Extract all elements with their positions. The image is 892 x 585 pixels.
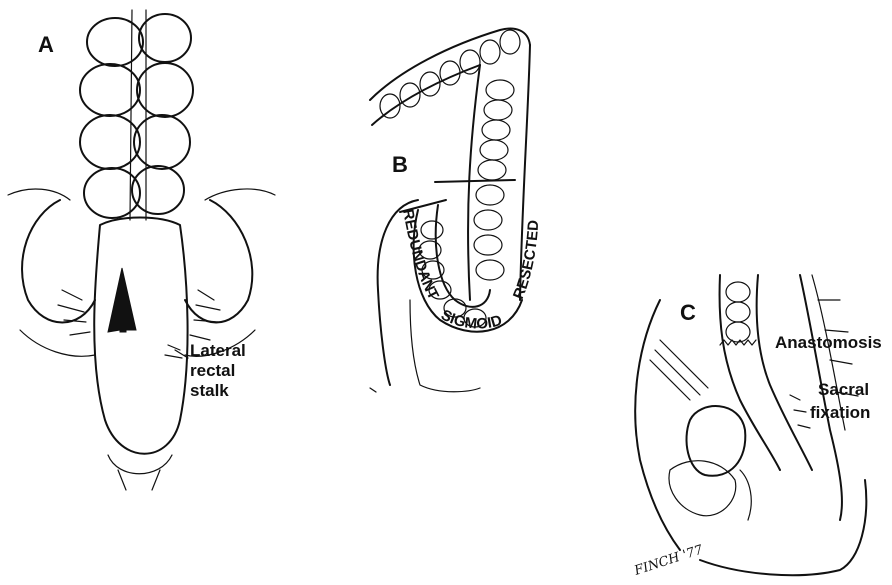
anastomosis-label: Anastomosis: [775, 333, 882, 352]
panel-a-drawing: [8, 10, 275, 490]
panel-c-drawing: [635, 275, 866, 575]
panel-c-letter: C: [680, 300, 696, 325]
panel-b-drawing: [370, 29, 530, 392]
panel-b: B: [370, 29, 542, 392]
artist-signature: FINCH '77: [632, 542, 706, 579]
fixation-line-1: Sacral: [818, 380, 869, 399]
sacral-fixation-label: Sacral fixation: [810, 380, 870, 422]
callout-line-3: stalk: [190, 381, 229, 400]
fixation-line-2: fixation: [810, 403, 870, 422]
panel-a: A: [8, 10, 275, 490]
upward-arrow-icon: [108, 268, 136, 332]
anastomosis-suture-line: [720, 340, 756, 345]
colon-column-left: [80, 18, 143, 218]
sigmoid-label: SIGMOID: [438, 306, 504, 332]
upper-resection-line: [435, 180, 515, 182]
panel-b-letter: B: [392, 152, 408, 177]
panel-a-letter: A: [38, 32, 54, 57]
colon-column-right: [132, 14, 193, 214]
callout-line-2: rectal: [190, 361, 235, 380]
resected-label: RESECTED: [510, 219, 542, 301]
callout-line-1: Lateral: [190, 341, 246, 360]
lateral-rectal-stalk-label: Lateral rectal stalk: [190, 341, 246, 400]
panel-c: C: [632, 275, 882, 579]
